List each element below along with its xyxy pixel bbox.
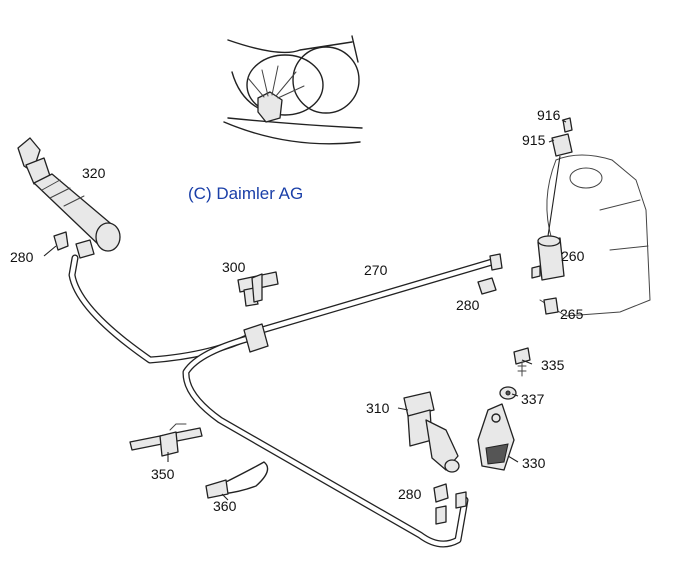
- washer-reservoir: [539, 154, 651, 317]
- cable-tie-350: [129, 423, 203, 457]
- callout-320: 320: [82, 165, 106, 181]
- callout-260: 260: [561, 248, 585, 264]
- washer-337: [499, 386, 517, 400]
- bolt-335: [513, 347, 531, 377]
- hose-270: [68, 254, 496, 548]
- callout-335: 335: [541, 357, 565, 373]
- t-connector-300: [237, 271, 279, 307]
- callout-915: 915: [522, 132, 546, 148]
- bracket-330: [477, 403, 515, 471]
- callout-265: 265: [560, 306, 584, 322]
- copyright-watermark: (C) Daimler AG: [188, 184, 304, 203]
- callout-360: 360: [213, 498, 237, 514]
- strap-360: [205, 461, 269, 499]
- callout-300: 300: [222, 259, 246, 275]
- inset-headlamp-illustration: [223, 35, 363, 145]
- washer-nozzle-320: [17, 137, 121, 252]
- callout-280-bottom: 280: [398, 486, 422, 502]
- callout-280-left: 280: [10, 249, 34, 265]
- callout-270: 270: [364, 262, 388, 278]
- connector-280-right: [477, 253, 503, 295]
- connector-280-left: [53, 231, 95, 259]
- connector-280-bottom: [433, 483, 467, 525]
- pump-310: [403, 391, 460, 473]
- callout-310: 310: [366, 400, 390, 416]
- callout-916: 916: [537, 107, 561, 123]
- hose-clip: [243, 323, 269, 353]
- callout-280-right: 280: [456, 297, 480, 313]
- callout-337: 337: [521, 391, 545, 407]
- callout-350: 350: [151, 466, 175, 482]
- leader-lines: [43, 119, 567, 501]
- callout-330: 330: [522, 455, 546, 471]
